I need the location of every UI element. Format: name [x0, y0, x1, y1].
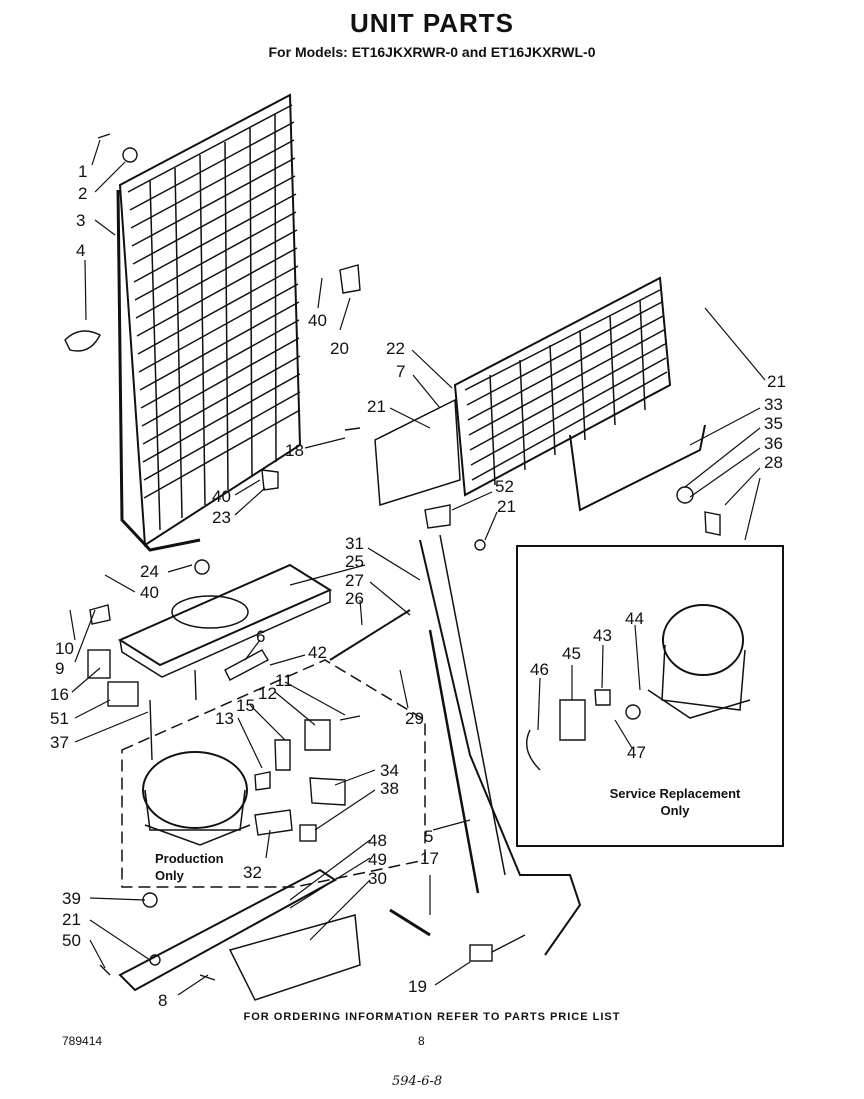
- callout-45: 45: [562, 644, 581, 663]
- base-rail: [118, 868, 361, 1001]
- callout-6: 6: [256, 627, 266, 646]
- handwritten-note: 594-6-8: [392, 1074, 443, 1089]
- callout-5: 5: [424, 827, 434, 846]
- callout-7: 7: [396, 362, 406, 381]
- production-only-box: [121, 659, 426, 888]
- callout-24: 24: [140, 562, 159, 581]
- callout-10: 10: [55, 639, 74, 658]
- callout-8: 8: [158, 991, 168, 1010]
- callout-31: 31: [345, 534, 364, 553]
- callout-34: 34: [380, 761, 399, 780]
- callout-35: 35: [764, 414, 783, 433]
- tubing: [419, 424, 706, 956]
- callout-9: 9: [55, 659, 65, 678]
- callout-13: 13: [215, 709, 234, 728]
- evaporator-coil: [374, 276, 672, 506]
- callout-44: 44: [625, 609, 644, 628]
- callout-2: 2: [78, 184, 88, 203]
- callout-21-right: 21: [767, 372, 786, 391]
- service-replacement-box: [516, 545, 784, 847]
- callout-21-base: 21: [62, 910, 81, 929]
- callout-17: 17: [420, 849, 439, 868]
- callout-30: 30: [368, 869, 387, 888]
- callout-28: 28: [764, 453, 783, 472]
- callout-21-clamp: 21: [497, 497, 516, 516]
- callout-4: 4: [76, 241, 86, 260]
- callout-27: 27: [345, 571, 364, 590]
- callout-23: 23: [212, 508, 231, 527]
- callout-12: 12: [258, 684, 277, 703]
- callout-22: 22: [386, 339, 405, 358]
- callout-33: 33: [764, 395, 783, 414]
- page-number: 8: [418, 1034, 425, 1048]
- callout-20: 20: [330, 339, 349, 358]
- callout-15: 15: [236, 696, 255, 715]
- service-replacement-note: Service Replacement Only: [609, 786, 741, 818]
- service-compressor: [647, 604, 751, 719]
- model-subtitle: For Models: ET16JKXRWR-0 and ET16JKXRWL-…: [268, 44, 596, 60]
- callout-49: 49: [368, 850, 387, 869]
- drain-pan: [117, 563, 333, 678]
- callout-40-middle: 40: [212, 487, 231, 506]
- ordering-info-footer: FOR ORDERING INFORMATION REFER TO PARTS …: [243, 1011, 621, 1023]
- callout-47: 47: [627, 743, 646, 762]
- callout-37: 37: [50, 733, 69, 752]
- callout-11: 11: [275, 671, 293, 690]
- callout-26: 26: [345, 589, 364, 608]
- callout-46: 46: [530, 660, 549, 679]
- small-components: [64, 133, 721, 981]
- callout-38: 38: [380, 779, 399, 798]
- callout-43: 43: [593, 626, 612, 645]
- production-only-note: Production Only: [155, 851, 224, 883]
- callout-18: 18: [285, 441, 304, 460]
- callout-39: 39: [62, 889, 81, 908]
- condenser-coil: [116, 93, 302, 552]
- callout-3: 3: [76, 211, 86, 230]
- callout-40-upper: 40: [308, 311, 327, 330]
- callout-19: 19: [408, 977, 427, 996]
- compressor: [142, 751, 251, 846]
- page-title: UNIT PARTS: [349, 8, 515, 38]
- callout-21-evaporator: 21: [367, 397, 386, 416]
- callout-52: 52: [495, 477, 514, 496]
- document-number: 789414: [62, 1034, 103, 1048]
- callout-16: 16: [50, 685, 69, 704]
- callout-48: 48: [368, 831, 387, 850]
- leader-lines: [69, 139, 766, 996]
- callout-50: 50: [62, 931, 81, 950]
- callout-25: 25: [345, 552, 364, 571]
- callout-29: 29: [405, 709, 424, 728]
- callout-1: 1: [78, 162, 88, 181]
- callout-51: 51: [50, 709, 69, 728]
- callout-40-lower: 40: [140, 583, 159, 602]
- callout-42: 42: [308, 643, 327, 662]
- callout-32: 32: [243, 863, 262, 882]
- callout-36: 36: [764, 434, 783, 453]
